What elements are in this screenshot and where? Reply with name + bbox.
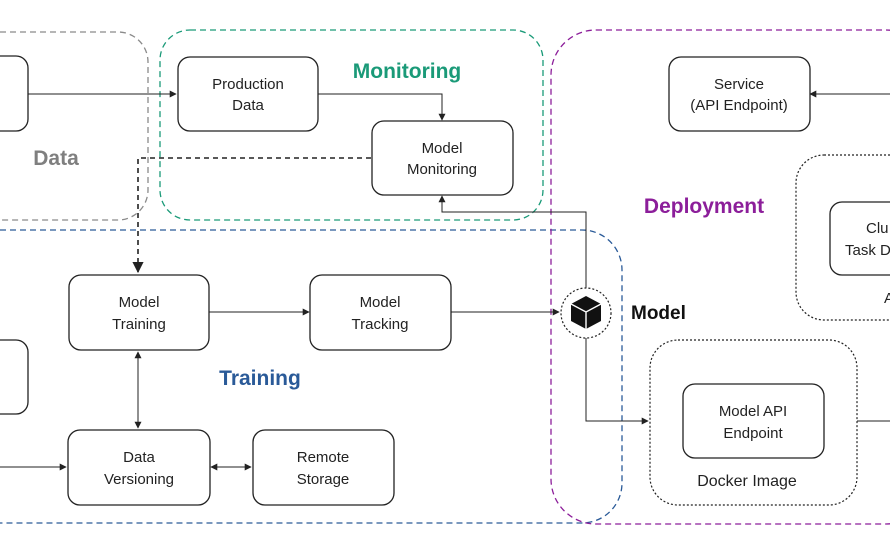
monitoring-group-title: Monitoring [353, 60, 461, 83]
data-group-container [0, 31, 149, 221]
cluster-task-label-line1: Clu [866, 220, 889, 237]
production-data-label-line1: Production [212, 76, 284, 93]
model-monitoring-label-line1: Model [422, 140, 463, 157]
cluster-task-node-partial: Clu Task D [829, 201, 890, 276]
cube-icon [560, 287, 612, 339]
data-versioning-label-line1: Data [123, 449, 155, 466]
edge-production-data-to-monitoring [318, 93, 446, 121]
model-api-endpoint-label-line1: Model API [719, 403, 787, 420]
model-label: Model [631, 303, 686, 324]
monitoring-group-container [159, 29, 544, 221]
model-training-node: Model Training [68, 274, 210, 351]
model-monitoring-node: Model Monitoring [371, 120, 514, 196]
model-training-label-line2: Training [112, 316, 166, 333]
remote-storage-label-line2: Storage [297, 471, 350, 488]
cluster-container [795, 154, 890, 321]
data-versioning-label-line2: Versioning [104, 471, 174, 488]
service-node: Service (API Endpoint) [668, 56, 811, 132]
deployment-group-container [550, 29, 890, 525]
data-group-title: Data [33, 147, 79, 170]
edge-monitoring-to-training [132, 157, 371, 274]
training-group-container [0, 229, 623, 524]
data-versioning-node: Data Versioning [67, 429, 211, 506]
cluster-task-label-line2: Task D [845, 242, 890, 259]
model-api-endpoint-node: Model API Endpoint [682, 383, 825, 459]
docker-image-container [649, 339, 858, 506]
edge-model-to-docker-image [585, 338, 649, 425]
model-tracking-label-line1: Model [360, 294, 401, 311]
model-api-endpoint-label-line2: Endpoint [723, 425, 783, 442]
model-tracking-node: Model Tracking [309, 274, 452, 351]
training-source-node-partial [0, 339, 29, 415]
model-monitoring-label-line2: Monitoring [407, 161, 477, 178]
remote-storage-node: Remote Storage [252, 429, 395, 506]
docker-image-label: Docker Image [697, 473, 797, 490]
cluster-caption-partial: A [884, 290, 890, 307]
data-source-node-partial [0, 55, 29, 132]
model-tracking-label-line2: Tracking [352, 316, 409, 333]
production-data-label-line2: Data [232, 97, 264, 114]
edge-model-to-monitoring [438, 195, 587, 288]
deployment-group-title: Deployment [644, 195, 764, 218]
training-group-title: Training [219, 367, 301, 390]
remote-storage-label-line1: Remote [297, 449, 350, 466]
model-training-label-line1: Model [119, 294, 160, 311]
production-data-node: Production Data [177, 56, 319, 132]
service-label-line1: Service [714, 76, 764, 93]
service-label-line2: (API Endpoint) [690, 97, 788, 114]
